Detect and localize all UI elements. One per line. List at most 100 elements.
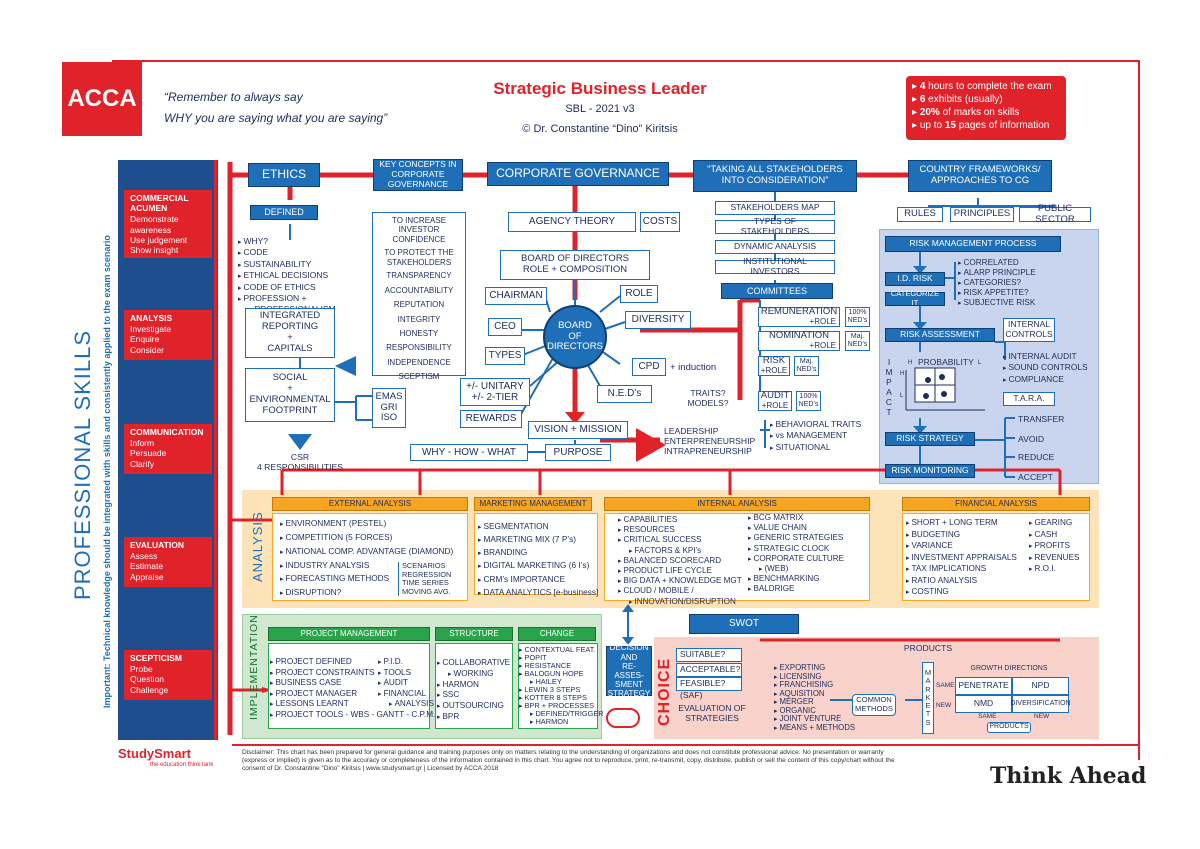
structure-items: COLLABORATIVE WORKING HARMON SSC OUTSOUR… (437, 658, 510, 723)
change-items: CONTEXTUAL FEAT. POPIT RESISTANCE BALOGU… (519, 646, 604, 726)
list-item: COMPETITION (5 FORCES) (280, 531, 453, 545)
professional-skills-title: PROFESSIONAL SKILLS (70, 329, 95, 600)
id-risk-items: CORRELATED ALARP PRINCIPLE CATEGORIES? R… (958, 258, 1036, 308)
ansoff-npd: NPD (1012, 677, 1069, 695)
vision-mission: VISION + MISSION (528, 421, 628, 439)
list-item: PROJECT CONSTRAINTS (270, 668, 435, 679)
list-item: POPIT (519, 654, 604, 662)
list-item: SUBJECTIVE RISK (958, 298, 1036, 308)
list-item: (WEB) (748, 564, 844, 574)
list-item: RESPONSIBILITY (386, 343, 452, 353)
key-concepts-list: TO INCREASE INVESTOR CONFIDENCE TO PROTE… (372, 216, 466, 382)
list-item: ORGANIC (774, 706, 855, 716)
list-item: MARKETING MIX (7 P’s) (478, 533, 598, 546)
behavioural-list: BEHAVIORAL TRAITS vs MANAGEMENT SITUATIO… (770, 419, 861, 453)
analysis-label: ANALYSIS (250, 511, 265, 582)
list-item: P.I.D. (378, 657, 434, 668)
ansoff-penetrate: PENETRATE (955, 677, 1012, 695)
remuneration-ned-100: 100%NED’s (845, 307, 870, 327)
list-item: PROJECT DEFINED (270, 657, 435, 668)
impact-h: H (900, 371, 905, 377)
studysmart-tagline: the education think tank (150, 762, 214, 768)
country-frameworks-title: COUNTRY FRAMEWORKS/ APPROACHES TO CG (908, 160, 1052, 192)
exam-info-item: ▸ 4 hours to complete the exam (912, 81, 1052, 92)
products-top-label: PRODUCTS (903, 643, 953, 653)
growth-directions-label: GROWTH DIRECTIONS (970, 665, 1048, 672)
key-concepts-title: KEY CONCEPTS IN CORPORATE GOVERNANCE (373, 159, 463, 191)
risk-assessment: RISK ASSESSMENT (885, 328, 995, 342)
id-risk: I.D. RISK (885, 272, 945, 286)
list-item: CRM’s IMPORTANCE (478, 573, 598, 586)
internal-col1: CAPABILITIES RESOURCES CRITICAL SUCCESS … (618, 515, 742, 607)
tara-accept: ACCEPT (1018, 472, 1053, 482)
list-item: WORKING (437, 669, 510, 680)
ansoff-diversification: DIVERSIFICATION (1010, 695, 1071, 713)
list-item: HARMON (437, 680, 510, 691)
list-item: AUDIT (378, 678, 434, 689)
acca-logo: ACCA (62, 62, 142, 136)
list-item: RESOURCES (618, 525, 742, 535)
list-item: REVENUES (1029, 552, 1079, 564)
list-item: SEGMENTATION (478, 520, 598, 533)
purpose: PURPOSE (545, 444, 611, 461)
stakeholders-map: STAKEHOLDERS MAP (715, 201, 835, 215)
list-item: OUTSOURCING (437, 701, 510, 712)
choice-label: CHOICE (656, 657, 673, 726)
diversity: DIVERSITY (625, 311, 691, 329)
exam-info-item: ▸ 6 exhibits (usually) (912, 94, 1003, 105)
list-item: DEFINED/TRIGGER (519, 710, 603, 718)
saf-suitable: SUITABLE? (676, 648, 742, 662)
swot: SWOT (689, 614, 799, 634)
agency-theory: AGENCY THEORY (508, 212, 636, 232)
key-concepts-box (372, 212, 466, 376)
list-item: CORPORATE CULTURE (748, 554, 844, 564)
unitary-2tier: +/- UNITARY+/- 2-TIER (460, 378, 530, 406)
list-item: AQUISITION (774, 689, 855, 699)
list-item: PROFITS (1029, 540, 1080, 552)
internal-col2: BCG MATRIX VALUE CHAIN GENERIC STRATEGIE… (748, 513, 844, 595)
exam-info-box: ▸ 4 hours to complete the exam ▸ 6 exhib… (906, 76, 1066, 140)
list-item: ALARP PRINCIPLE (958, 268, 1035, 278)
list-item: vs MANAGEMENT (770, 430, 861, 441)
list-item: SCEPTISM (398, 372, 440, 382)
stakeholders-title: “TAKING ALL STAKEHOLDERS INTO CONSIDERAT… (693, 160, 857, 192)
corporate-governance-title: CORPORATE GOVERNANCE (487, 162, 669, 186)
skills-note: Important: Technical knowledge should be… (102, 235, 112, 708)
list-item: COSTING (906, 586, 1017, 598)
list-item: BIG DATA + KNOWLEDGE MGT (618, 576, 741, 586)
decision-back-arrow-icon (606, 708, 640, 728)
external-analysis-title: EXTERNAL ANALYSIS (272, 497, 468, 511)
cpd-induction: + induction (670, 362, 717, 373)
agency-costs: COSTS (640, 212, 680, 232)
list-item: PRODUCT LIFE CYCLE (618, 566, 742, 576)
list-item: COMPLIANCE (1003, 374, 1088, 385)
list-item: BUDGETING (906, 529, 1017, 541)
list-item: EXPORTING (774, 664, 855, 673)
project-col1: PROJECT DEFINED PROJECT CONSTRAINTS BUSI… (270, 657, 435, 720)
risk-strategy: RISK STRATEGY (885, 432, 975, 446)
exam-info-item: ▸ 20% of marks on skills (912, 107, 1020, 118)
marketing-items: SEGMENTATION MARKETING MIX (7 P’s) BRAND… (478, 520, 598, 599)
impact-l: L (900, 393, 904, 399)
list-item: ANALYSIS (378, 699, 433, 710)
nomination-ned-maj: Maj.NED’s (845, 331, 870, 351)
ethics-items: WHY? CODE SUSTAINABILITY ETHICAL DECISIO… (238, 236, 336, 316)
marketing-management-title: MARKETING MANAGEMENT (474, 497, 592, 511)
probability-h: H (908, 360, 913, 366)
tara-avoid: AVOID (1018, 434, 1045, 444)
internal-controls-items: INTERNAL AUDIT SOUND CONTROLS COMPLIANCE (1003, 351, 1088, 385)
committee-nomination: NOMINATION+ROLE (758, 330, 840, 351)
list-item: DISRUPTION? (280, 586, 453, 600)
list-item: STRATEGIC CLOCK (748, 544, 844, 554)
list-item: TO PROTECT THE STAKEHOLDERS (384, 248, 454, 267)
list-item: WHY? (238, 236, 336, 247)
